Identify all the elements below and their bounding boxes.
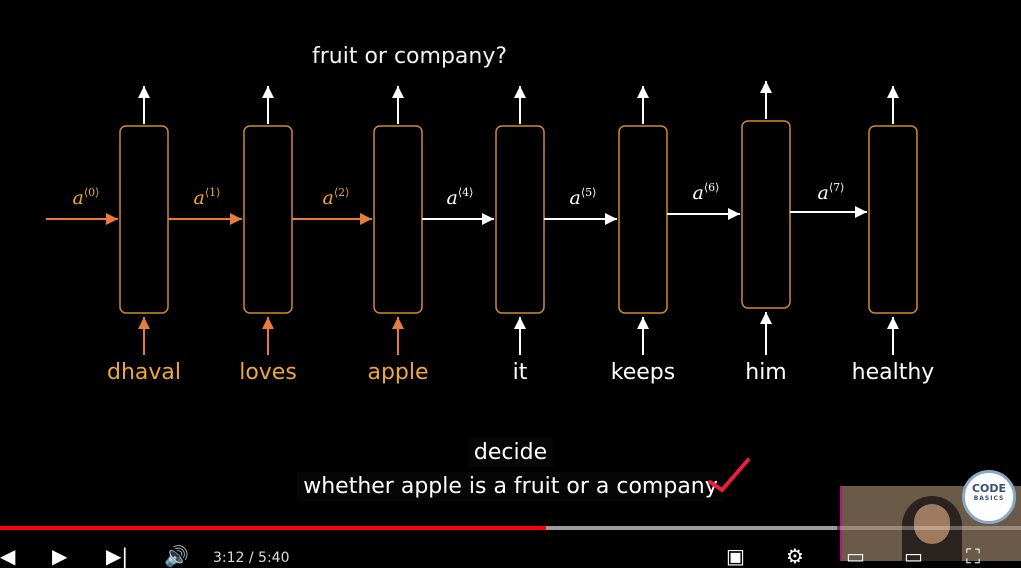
slide-title: fruit or company? (312, 44, 508, 69)
input-word: dhaval (106, 360, 182, 385)
miniplayer-icon[interactable]: ▭ (846, 544, 865, 568)
activation-label: a⟨6⟩ (692, 181, 720, 204)
theater-icon[interactable]: ▭ (904, 544, 923, 568)
activation-label: a⟨0⟩ (72, 186, 100, 209)
check-mark (708, 458, 750, 493)
rnn-cell (495, 125, 545, 314)
rnn-cell (119, 125, 169, 314)
settings-icon[interactable]: ⚙ (786, 544, 804, 568)
input-word: him (745, 360, 787, 385)
rnn-cell (243, 125, 293, 314)
next-icon[interactable]: ▶| (106, 544, 129, 568)
progress-bar[interactable] (0, 526, 1021, 530)
subtitles-icon[interactable]: ▣ (726, 544, 745, 568)
caption-line-2: whether apple is a fruit or a company (0, 472, 1021, 501)
time-display: 3:12 / 5:40 (213, 550, 290, 566)
rnn-cell (618, 125, 668, 314)
input-word: healthy (851, 360, 935, 385)
activation-label: a⟨1⟩ (193, 186, 221, 209)
input-word: it (512, 360, 528, 385)
player-controls: ◀ ▶ ▶| 🔊 3:12 / 5:40 ▣ ⚙ ▭ ▭ ⛶ (0, 540, 1021, 566)
channel-logo: CODE BASICS (962, 470, 1016, 524)
fullscreen-icon[interactable]: ⛶ (966, 544, 980, 568)
input-word: keeps (610, 360, 676, 385)
webcam-overlay (840, 486, 1021, 561)
activation-label: a⟨2⟩ (322, 186, 350, 209)
activation-label: a⟨5⟩ (569, 186, 597, 209)
rnn-cell (868, 125, 918, 314)
input-word: apple (367, 360, 429, 385)
volume-icon[interactable]: 🔊 (164, 544, 189, 568)
rnn-cell (741, 120, 791, 309)
caption-line-1: decide (0, 438, 1021, 467)
activation-label: a⟨7⟩ (817, 181, 845, 204)
rnn-diagram (46, 81, 918, 355)
rnn-cell (373, 125, 423, 314)
prev-icon[interactable]: ◀ (0, 544, 16, 568)
activation-label: a⟨4⟩ (446, 186, 474, 209)
played-bar (0, 526, 547, 530)
input-word: loves (239, 360, 297, 385)
play-icon[interactable]: ▶ (52, 544, 68, 568)
